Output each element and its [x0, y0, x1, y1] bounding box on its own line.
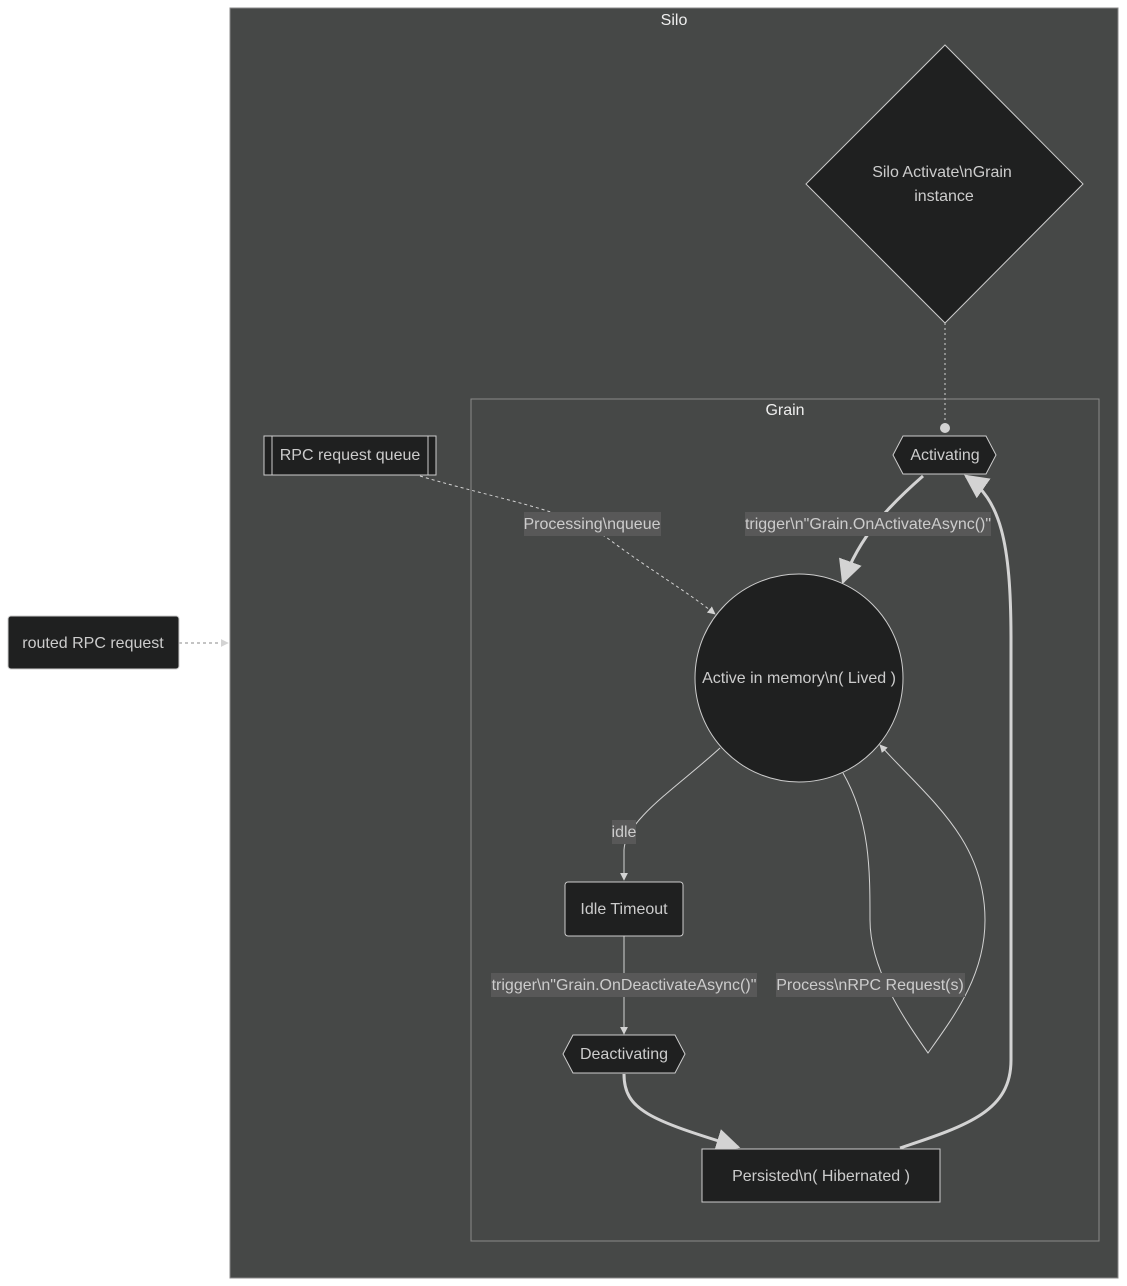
node-routed-rpc-request: routed RPC request [7, 615, 180, 670]
svg-text:Persisted\n( Hibernated ): Persisted\n( Hibernated ) [732, 1168, 910, 1185]
silo-title: Silo [661, 12, 688, 29]
svg-text:Silo Activate\nGrain: Silo Activate\nGrain [872, 164, 1012, 181]
edge-persisted-to-activating [899, 474, 1013, 1150]
grain-title: Grain [765, 402, 804, 419]
edge-label-idle: idle [612, 820, 637, 844]
svg-text:trigger\n"Grain.OnDeactivateAs: trigger\n"Grain.OnDeactivateAsync()" [492, 977, 757, 994]
edge-label-processing-queue: Processing\nqueue [524, 512, 661, 536]
svg-text:RPC request queue: RPC request queue [280, 447, 421, 464]
svg-text:Activating: Activating [910, 447, 979, 464]
node-silo-activate-diamond: Silo Activate\nGrain instance [805, 44, 1084, 324]
node-rpc-request-queue: RPC request queue [263, 435, 437, 476]
svg-text:instance: instance [914, 188, 974, 205]
grain-cluster: Grain [470, 398, 1100, 1242]
svg-text:Processing\nqueue: Processing\nqueue [524, 516, 661, 533]
edge-active-self-loop [842, 744, 986, 1054]
svg-text:trigger\n"Grain.OnActivateAsyn: trigger\n"Grain.OnActivateAsync()" [745, 516, 991, 533]
edge-label-on-activate: trigger\n"Grain.OnActivateAsync()" [745, 512, 991, 536]
node-activating: Activating [892, 435, 997, 475]
node-persisted: Persisted\n( Hibernated ) [701, 1148, 941, 1203]
svg-text:Idle Timeout: Idle Timeout [580, 901, 668, 918]
nodes: routed RPC request RPC request queue Sil… [7, 44, 1084, 1203]
svg-text:Deactivating: Deactivating [580, 1046, 668, 1063]
edge-labels: Processing\nqueue trigger\n"Grain.OnActi… [491, 512, 991, 997]
edge-queue-to-active [419, 475, 716, 615]
svg-text:Process\nRPC Request(s): Process\nRPC Request(s) [776, 977, 964, 994]
edge-label-on-deactivate: trigger\n"Grain.OnDeactivateAsync()" [491, 973, 757, 997]
svg-text:Active in memory\n( Lived ): Active in memory\n( Lived ) [702, 670, 896, 687]
svg-text:idle: idle [612, 824, 637, 841]
edges [179, 323, 1013, 1153]
node-idle-timeout: Idle Timeout [564, 881, 684, 937]
node-active-in-memory: Active in memory\n( Lived ) [694, 573, 904, 783]
edge-deactivating-to-persisted [622, 1073, 741, 1153]
edge-label-process-rpc: Process\nRPC Request(s) [776, 973, 965, 997]
svg-text:routed RPC request: routed RPC request [22, 635, 164, 652]
edge-active-to-idle [620, 747, 721, 881]
node-deactivating: Deactivating [562, 1034, 686, 1074]
